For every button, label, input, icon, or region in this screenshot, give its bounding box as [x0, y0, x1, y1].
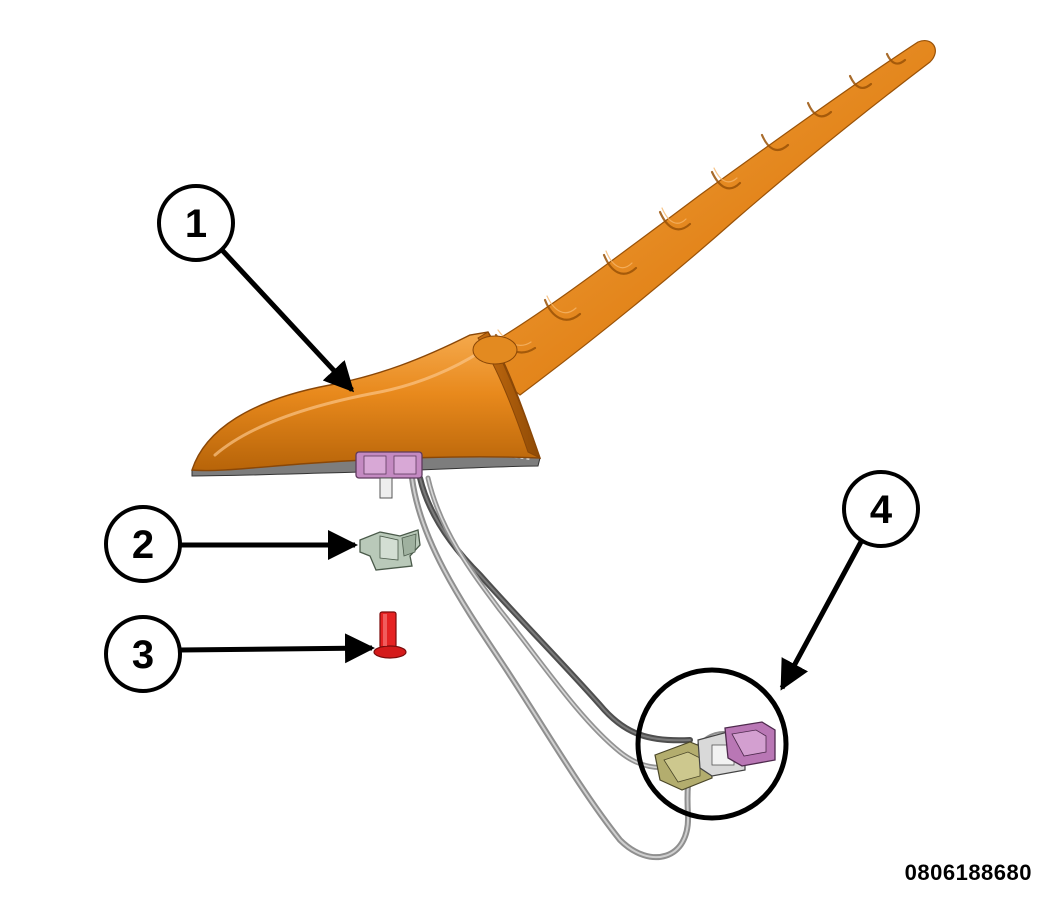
cable-light: [425, 475, 678, 770]
cable-connectors: [654, 721, 776, 791]
callout-2-label: 2: [132, 523, 154, 567]
callout-1-label: 1: [185, 202, 207, 246]
push-pin: [373, 611, 407, 659]
antenna-mast: [468, 40, 936, 396]
callout-4-arrow: [779, 538, 865, 691]
callout-4-label: 4: [870, 488, 893, 532]
antenna-cables: [409, 475, 738, 861]
base-connector: [355, 451, 423, 499]
clip: [359, 529, 421, 571]
callout-3: 3: [104, 615, 375, 693]
callout-1: 1: [157, 184, 355, 393]
callout-3-label: 3: [132, 633, 154, 677]
callout-4: 4: [635, 470, 920, 821]
figure-id: 0806188680: [904, 860, 1032, 885]
callout-2: 2: [104, 505, 358, 583]
detail-circle: [635, 667, 789, 821]
callout-1-arrow: [220, 248, 355, 393]
callout-3-arrow: [179, 633, 375, 664]
